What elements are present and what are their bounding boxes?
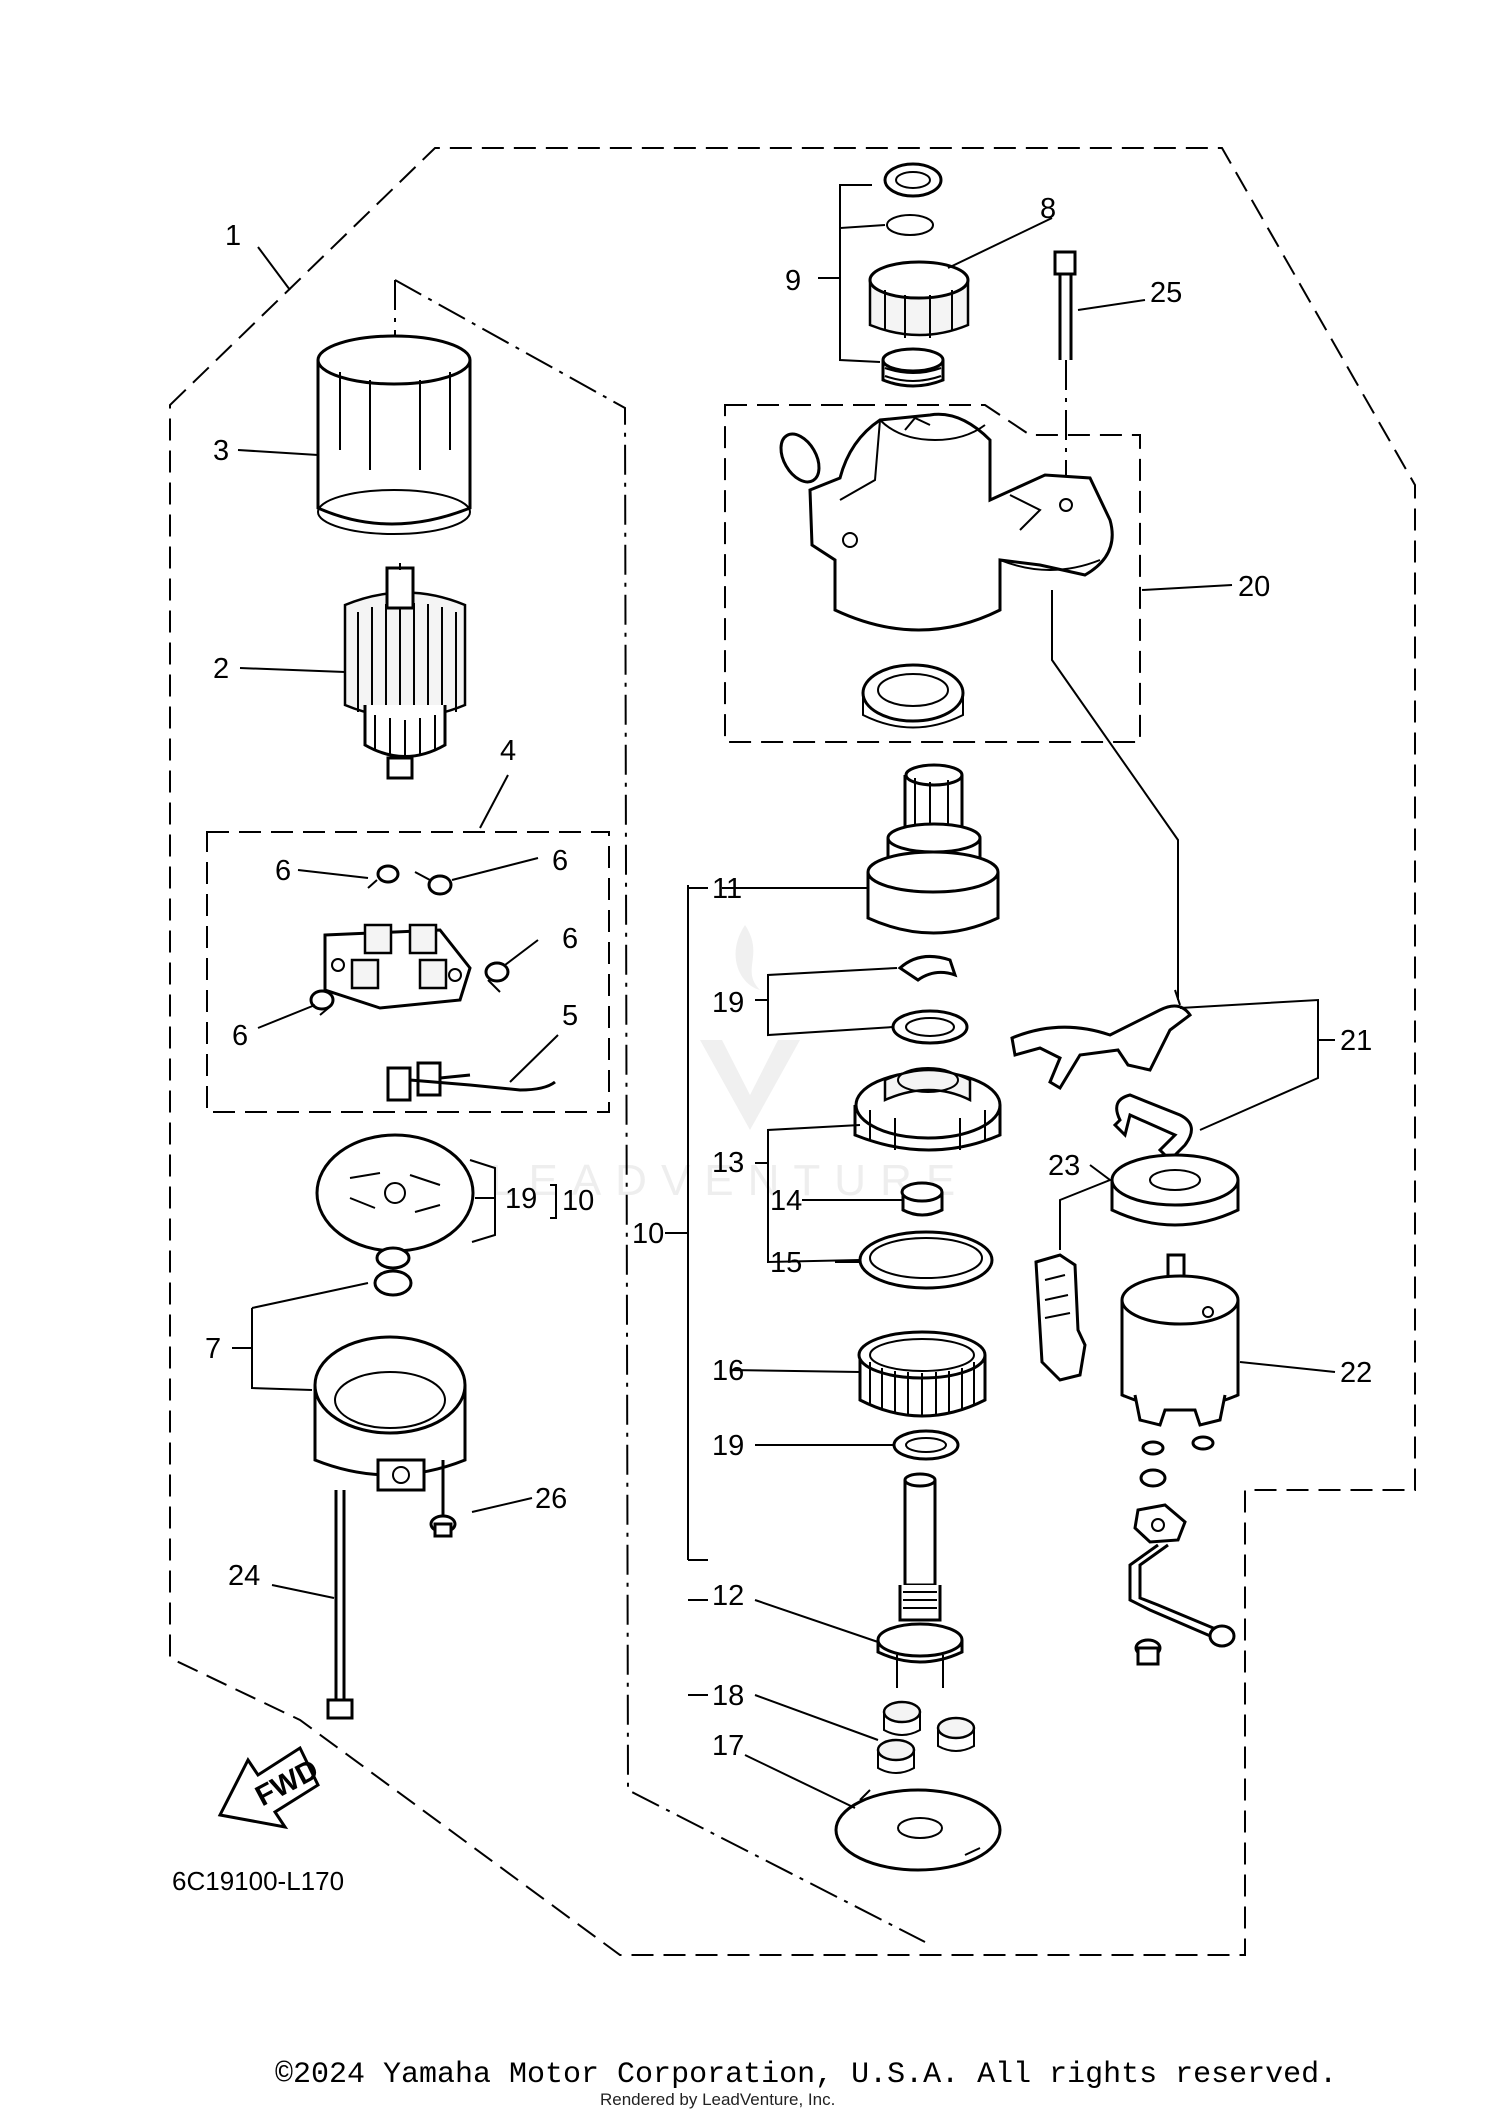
gasket-part-15: [858, 1230, 994, 1290]
callout-21: 21: [1340, 1025, 1372, 1057]
brush-plate-part-19: [315, 1133, 475, 1270]
drawing-code: 6C19100-L170: [172, 1866, 344, 1896]
solenoid-part-22: [1120, 1253, 1240, 1456]
callout-22: 22: [1340, 1357, 1372, 1389]
overrunning-clutch-part-11: [866, 763, 1000, 935]
callout-6b: 6: [552, 845, 568, 877]
callout-19b: 19: [712, 1430, 744, 1462]
callout-3: 3: [213, 435, 229, 467]
front-housing-part-20: [779, 412, 1114, 729]
callout-6d: 6: [232, 1020, 248, 1052]
armature-part-2: [343, 563, 467, 780]
callout-10b: 10: [632, 1218, 664, 1250]
callout-14: 14: [770, 1185, 802, 1217]
callout-24: 24: [228, 1560, 260, 1592]
callout-12: 12: [712, 1580, 744, 1612]
internal-gear-part-16: [857, 1330, 987, 1418]
watermark-logo: [700, 925, 800, 1130]
callout-19a: 19: [712, 987, 744, 1019]
leader-lines: [232, 184, 1336, 1809]
washer-part-19: [892, 1429, 960, 1461]
callout-2: 2: [213, 653, 229, 685]
callout-25: 25: [1150, 277, 1182, 309]
callout-17: 17: [712, 1730, 744, 1762]
lead-wire-part: [1128, 1468, 1236, 1666]
cover-part-23: [1034, 1153, 1240, 1382]
callout-11: 11: [712, 873, 742, 905]
through-bolt-part-24: [326, 1490, 354, 1720]
rendered-by-credit: Rendered by LeadVenture, Inc.: [600, 2090, 836, 2109]
callout-13: 13: [712, 1147, 744, 1179]
callout-23: 23: [1048, 1150, 1080, 1182]
callout-26: 26: [535, 1483, 567, 1515]
watermark-text: LEADVENTURE: [490, 1156, 969, 1205]
shaft-part-12: [876, 1472, 964, 1688]
planet-gears-part-18: [876, 1700, 976, 1774]
callout-9: 9: [785, 265, 801, 297]
bushing-part-14: [900, 1181, 944, 1217]
bolt-part-25: [1053, 250, 1077, 520]
brush-holder-part-4: [309, 864, 510, 1016]
callout-10a: 10: [562, 1185, 594, 1217]
callout-16: 16: [712, 1355, 744, 1387]
pinion-set-part-9: [881, 162, 945, 388]
callout-15: 15: [770, 1247, 802, 1279]
callout-20: 20: [1238, 571, 1270, 603]
clip-part-19: [891, 954, 969, 1045]
callout-6a: 6: [275, 855, 291, 887]
brush-part-5: [386, 1061, 556, 1102]
pinion-gear-part-8: [868, 260, 970, 338]
yoke-part-3: [316, 334, 472, 535]
callout-7: 7: [205, 1333, 221, 1365]
gear-housing-part-13: [853, 1067, 1002, 1152]
callout-labels: 1 2 3 4 5 6 6 6 6 7 8 9 10 10 11 12 13 1…: [205, 193, 1372, 1762]
callout-5: 5: [562, 1000, 578, 1032]
end-cover-part-7: [313, 1269, 467, 1492]
copyright-notice: ©2024 Yamaha Motor Corporation, U.S.A. A…: [275, 2058, 1338, 2092]
callout-4: 4: [500, 735, 516, 767]
plate-part-17: [834, 1788, 1002, 1872]
shift-lever-part-21: [1010, 989, 1193, 1163]
fwd-arrow-icon: [217, 1745, 320, 1830]
callout-19c: 19: [505, 1183, 537, 1215]
screw-part-26: [429, 1460, 457, 1538]
callout-1: 1: [225, 220, 241, 252]
callout-6c: 6: [562, 923, 578, 955]
assembly-boundaries: [169, 147, 1416, 1956]
callout-18: 18: [712, 1680, 744, 1712]
callout-8: 8: [1040, 193, 1056, 225]
